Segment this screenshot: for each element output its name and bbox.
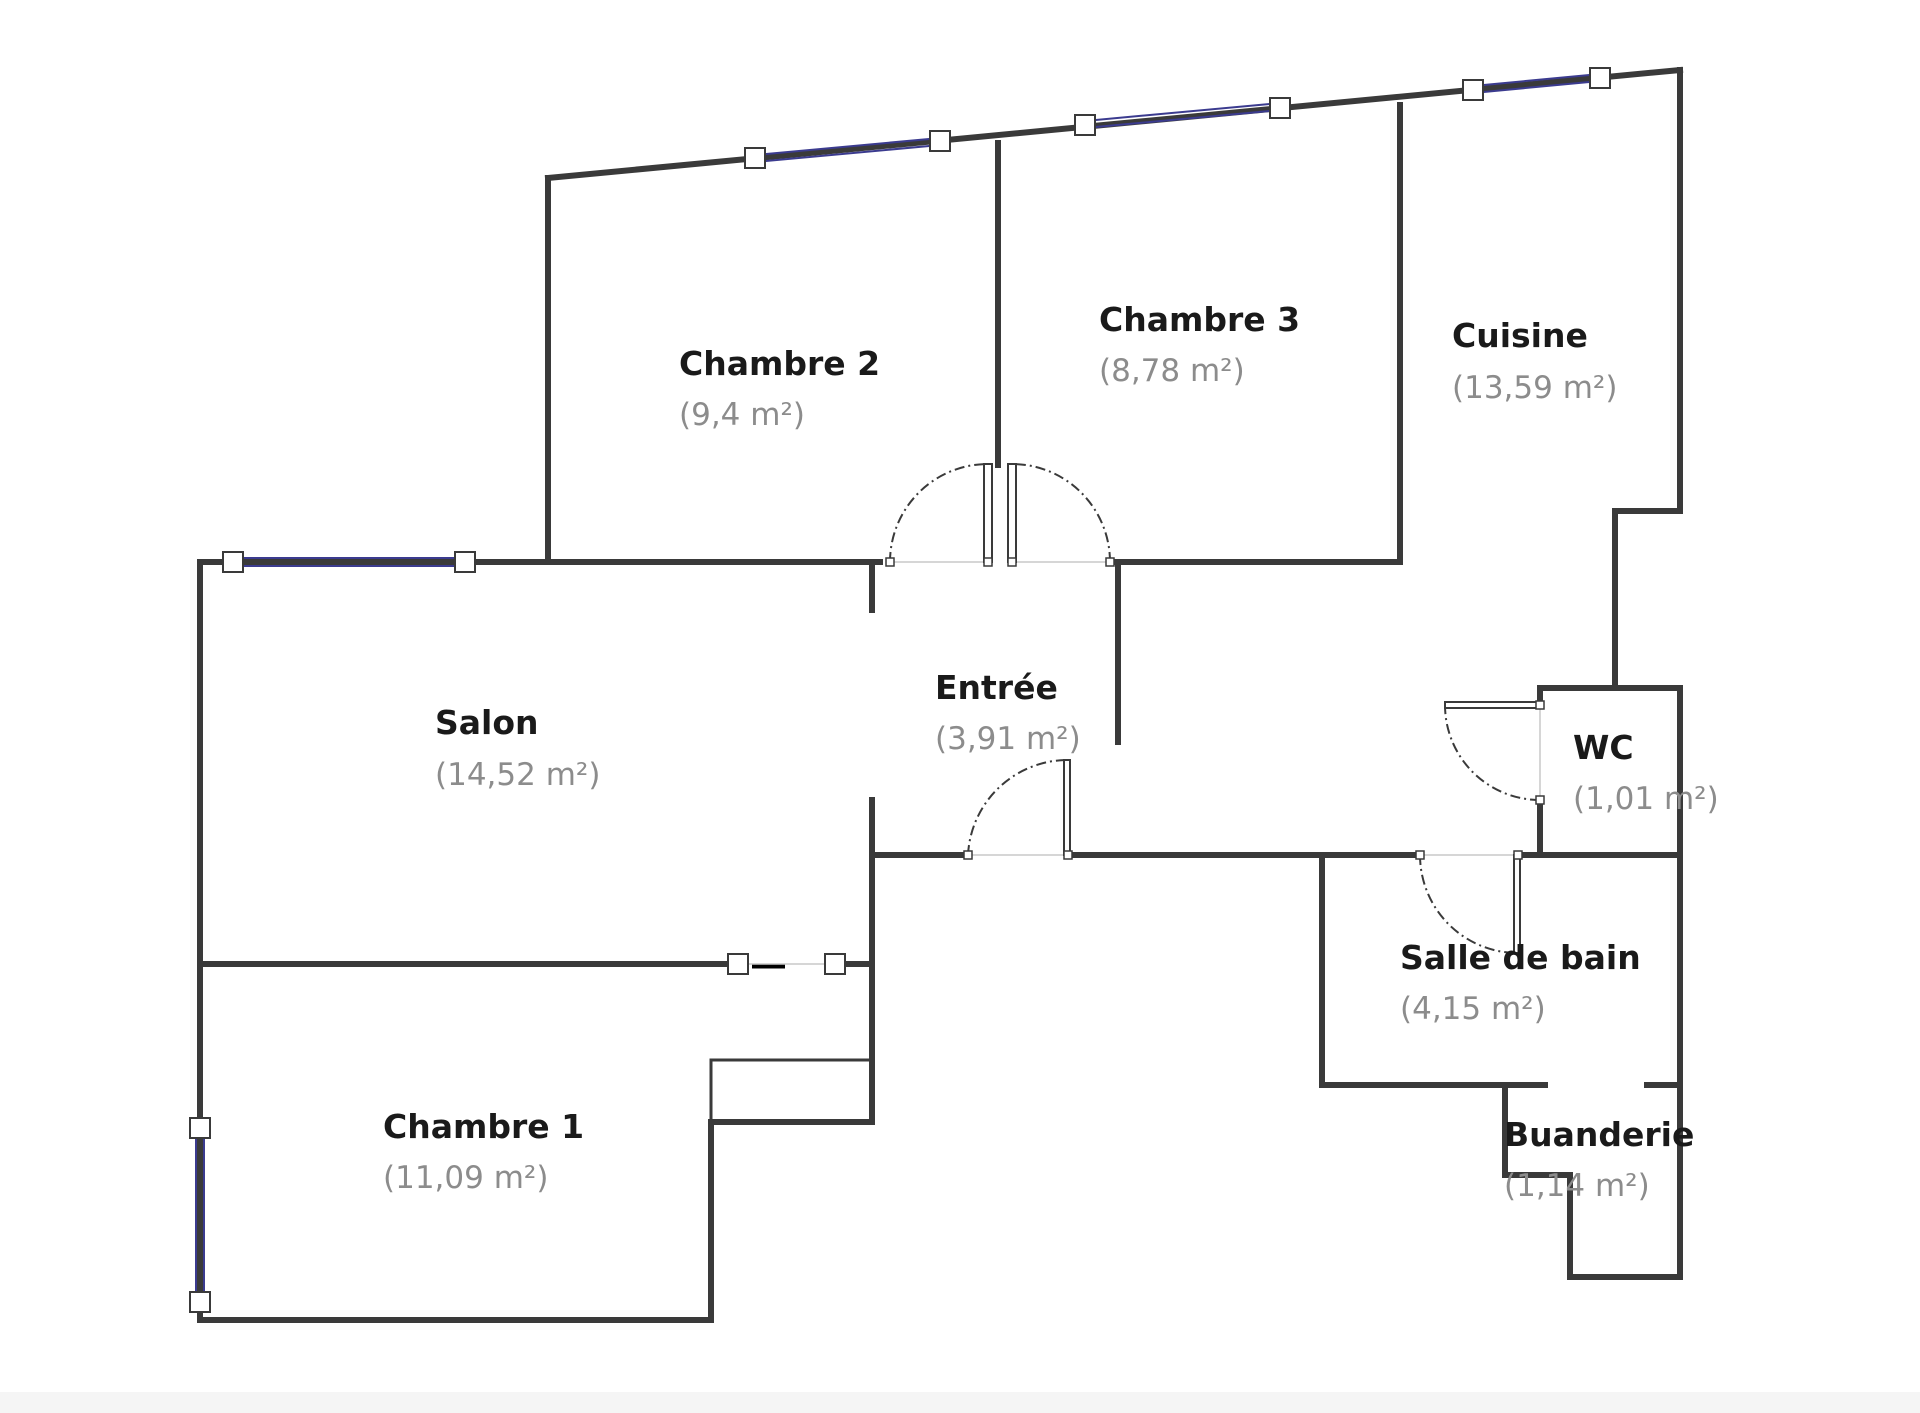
bottom-strip <box>0 1392 1920 1413</box>
room-labels: Chambre 2 (9,4 m²) Chambre 3 (8,78 m²) C… <box>383 300 1719 1204</box>
door-chambre-3 <box>1007 463 1115 567</box>
room-name-salle-de-bain: Salle de bain <box>1400 938 1641 977</box>
windows <box>189 67 1611 1313</box>
room-name-chambre-3: Chambre 3 <box>1099 300 1300 339</box>
window-chambre-1 <box>189 1117 211 1313</box>
room-area-buanderie: (1,14 m²) <box>1504 1168 1650 1204</box>
door-wc <box>1444 700 1545 805</box>
room-area-salon: (14,52 m²) <box>435 757 600 793</box>
room-area-chambre-2: (9,4 m²) <box>679 397 805 433</box>
room-area-chambre-3: (8,78 m²) <box>1099 353 1245 389</box>
room-name-chambre-2: Chambre 2 <box>679 344 880 383</box>
window-chambre-2 <box>744 130 951 169</box>
door-chambre-2 <box>885 463 993 567</box>
wc-walls <box>1537 685 1683 1280</box>
room-name-buanderie: Buanderie <box>1504 1115 1694 1154</box>
top-exterior-wall <box>544 66 1684 182</box>
room-name-cuisine: Cuisine <box>1452 316 1588 355</box>
room-area-entree: (3,91 m²) <box>935 721 1081 757</box>
room-name-wc: WC <box>1573 728 1634 767</box>
window-chambre-3 <box>1074 97 1291 136</box>
window-salon <box>222 551 476 573</box>
door-entree <box>963 758 1073 860</box>
window-cuisine <box>1462 67 1611 101</box>
buanderie-walls <box>1502 1082 1683 1280</box>
room-area-salle-de-bain: (4,15 m²) <box>1400 991 1546 1027</box>
room-name-entree: Entrée <box>935 668 1058 707</box>
sliding-door-salon-chambre-1 <box>727 953 846 975</box>
door-salle-de-bain <box>1415 850 1523 954</box>
room-name-salon: Salon <box>435 703 539 742</box>
room-area-chambre-1: (11,09 m²) <box>383 1160 548 1196</box>
chambre-1-right-contour <box>197 1119 875 1323</box>
salle-de-bain-walls <box>1319 852 1548 1088</box>
right-exterior-wall <box>1612 67 1683 691</box>
doors <box>885 463 1545 954</box>
room-area-wc: (1,01 m²) <box>1573 781 1719 817</box>
room-area-cuisine: (13,59 m²) <box>1452 370 1617 406</box>
chambre-1-closet <box>709 1058 872 1122</box>
room-name-chambre-1: Chambre 1 <box>383 1107 584 1146</box>
